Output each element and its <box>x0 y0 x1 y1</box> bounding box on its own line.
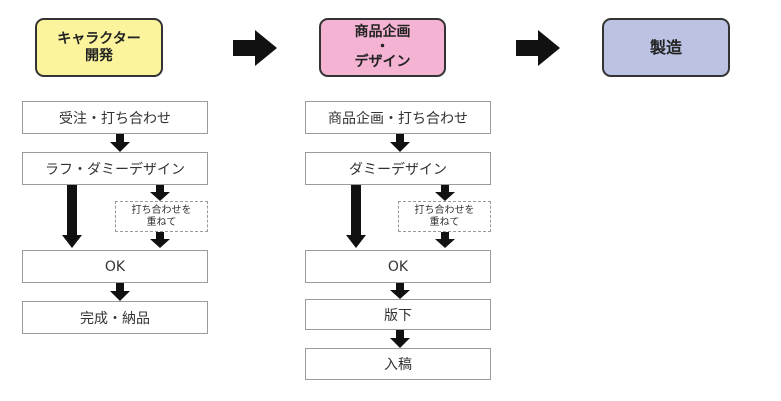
down-arrow <box>435 185 455 201</box>
flow1-step-order-meeting: 受注・打ち合わせ <box>22 101 208 134</box>
step-label: ダミーデザイン <box>349 161 447 178</box>
down-arrow <box>435 232 455 248</box>
down-arrow <box>110 134 130 152</box>
step-label: 版下 <box>384 307 412 324</box>
big-right-arrow <box>233 30 277 66</box>
down-arrow <box>390 134 410 152</box>
down-arrow <box>110 283 130 301</box>
flow2-step-product-planning-meeting: 商品企画・打ち合わせ <box>305 101 491 134</box>
step-label: ラフ・ダミーデザイン <box>45 161 185 178</box>
flow2-step-dummy-design: ダミーデザイン <box>305 152 491 185</box>
header-manufacturing: 製造 <box>602 18 730 77</box>
side-note-line: 打ち合わせを <box>131 204 192 216</box>
down-arrow <box>390 283 410 299</box>
header-line: 開発 <box>85 47 113 64</box>
flow1-step-complete-deliver: 完成・納品 <box>22 301 208 334</box>
down-arrow <box>390 330 410 348</box>
step-label: OK <box>104 258 126 275</box>
step-label: OK <box>387 258 409 275</box>
step-label: 入稿 <box>384 357 412 373</box>
flow1-side-note-repeat-meetings: 打ち合わせを 重ねて <box>115 201 208 232</box>
header-line: 製造 <box>649 38 682 57</box>
header-product-planning-design: 商品企画 ・ デザイン <box>319 18 446 77</box>
flow1-step-rough-dummy-design: ラフ・ダミーデザイン <box>22 152 208 185</box>
step-label: 完成・納品 <box>80 310 150 327</box>
flow2-step-submit-to-print: 入稿 <box>305 348 491 380</box>
down-arrow <box>150 185 170 201</box>
step-label: 商品企画・打ち合わせ <box>328 110 468 127</box>
header-line: デザイン <box>354 54 411 70</box>
long-down-arrow <box>62 185 82 248</box>
side-note-line: 重ねて <box>146 216 177 228</box>
header-character-development: キャラクター 開発 <box>35 18 163 77</box>
flow2-side-note-repeat-meetings: 打ち合わせを 重ねて <box>398 201 491 232</box>
flow2-step-camera-ready: 版下 <box>305 299 491 330</box>
flow2-step-ok: OK <box>305 250 491 283</box>
flow1-step-ok: OK <box>22 250 208 283</box>
side-note-line: 重ねて <box>429 216 460 228</box>
big-right-arrow <box>516 30 560 66</box>
side-note-line: 打ち合わせを <box>414 204 475 216</box>
step-label: 受注・打ち合わせ <box>59 110 171 127</box>
header-line: 商品企画 <box>354 24 411 40</box>
down-arrow <box>150 232 170 248</box>
header-line: キャラクター <box>57 30 141 47</box>
header-line: ・ <box>375 39 390 55</box>
long-down-arrow <box>346 185 366 248</box>
